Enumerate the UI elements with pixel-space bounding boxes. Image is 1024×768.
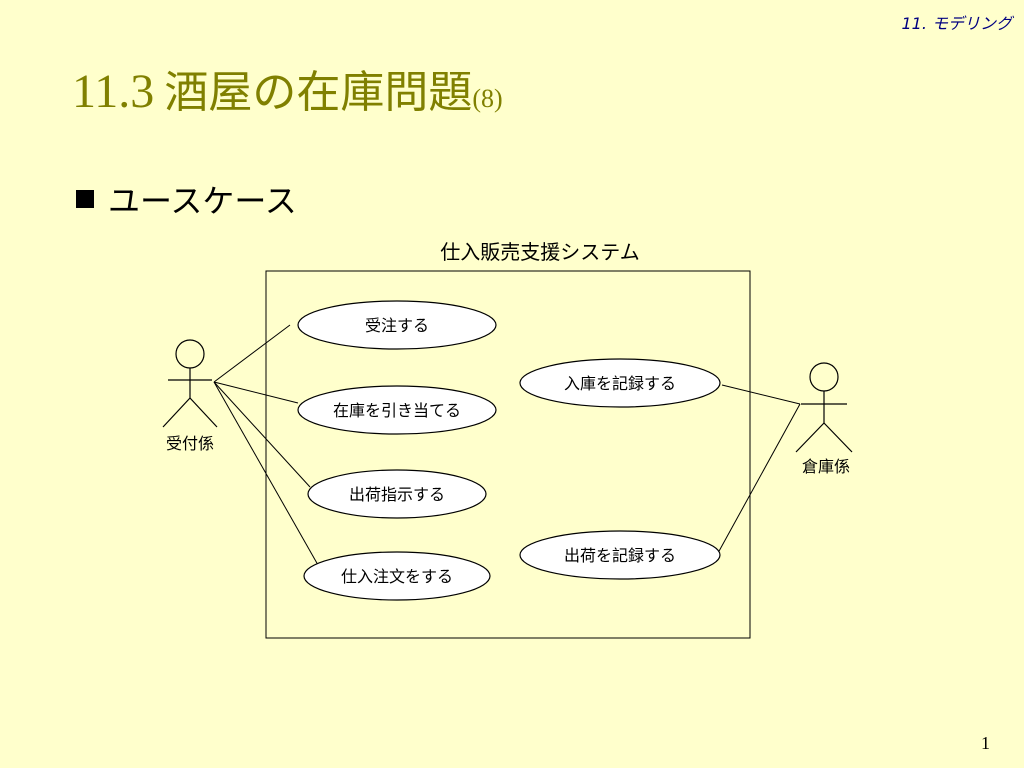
use-case-ellipse xyxy=(297,385,497,435)
use-case-record-shipment: 出荷を記録する xyxy=(519,530,721,580)
order-clerk-right-leg xyxy=(189,397,218,428)
use-case-receive-order: 受注する xyxy=(297,300,497,350)
use-case-label: 出荷を記録する xyxy=(564,546,676,565)
use-case-order-purchase: 仕入注文をする xyxy=(303,551,491,601)
page-number: 1 xyxy=(981,733,990,753)
association-warehouse-clerk-record-receipt xyxy=(721,384,801,405)
bullet-text: ユースケース xyxy=(108,182,297,220)
association-warehouse-clerk-record-shipment xyxy=(717,403,801,554)
order-clerk-head xyxy=(175,339,205,369)
use-case-ellipse xyxy=(297,300,497,350)
title-number: 11.3 xyxy=(72,65,155,118)
use-case-instruct-shipment: 出荷指示する xyxy=(307,469,487,519)
bullet-item: ユースケース xyxy=(76,176,297,222)
association-order-clerk-allocate-stock xyxy=(213,381,299,404)
use-case-label: 仕入注文をする xyxy=(341,567,453,586)
use-case-ellipse xyxy=(519,358,721,408)
system-name: 仕入販売支援システム xyxy=(440,240,639,264)
warehouse-clerk-label: 倉庫係 xyxy=(802,457,850,476)
association-order-clerk-instruct-shipment xyxy=(213,381,311,488)
use-case-record-receipt: 入庫を記録する xyxy=(519,358,721,408)
use-case-label: 入庫を記録する xyxy=(564,374,676,393)
system-boundary xyxy=(265,270,751,639)
warehouse-clerk-right-leg xyxy=(823,422,853,453)
slide-title: 11.3 酒屋の在庫問題(8) xyxy=(72,56,503,120)
square-bullet-icon xyxy=(76,190,94,208)
warehouse-clerk-actor xyxy=(795,362,853,453)
use-case-label: 受注する xyxy=(365,316,429,335)
warehouse-clerk-head xyxy=(809,362,839,392)
order-clerk-actor xyxy=(162,339,218,428)
order-clerk-left-leg xyxy=(162,397,191,428)
use-case-label: 出荷指示する xyxy=(349,485,445,504)
use-case-ellipse xyxy=(307,469,487,519)
association-order-clerk-order-purchase xyxy=(213,381,319,566)
use-case-allocate-stock: 在庫を引き当てる xyxy=(297,385,497,435)
association-order-clerk-receive-order xyxy=(213,324,291,383)
title-text: 酒屋の在庫問題 xyxy=(164,67,473,118)
warehouse-clerk-left-leg xyxy=(795,422,825,453)
order-clerk-label: 受付係 xyxy=(166,434,214,453)
section-label: 11. モデリング xyxy=(901,14,1012,33)
title-suffix: (8) xyxy=(472,84,503,113)
use-case-label: 在庫を引き当てる xyxy=(333,401,461,420)
use-case-ellipse xyxy=(303,551,491,601)
use-case-ellipse xyxy=(519,530,721,580)
